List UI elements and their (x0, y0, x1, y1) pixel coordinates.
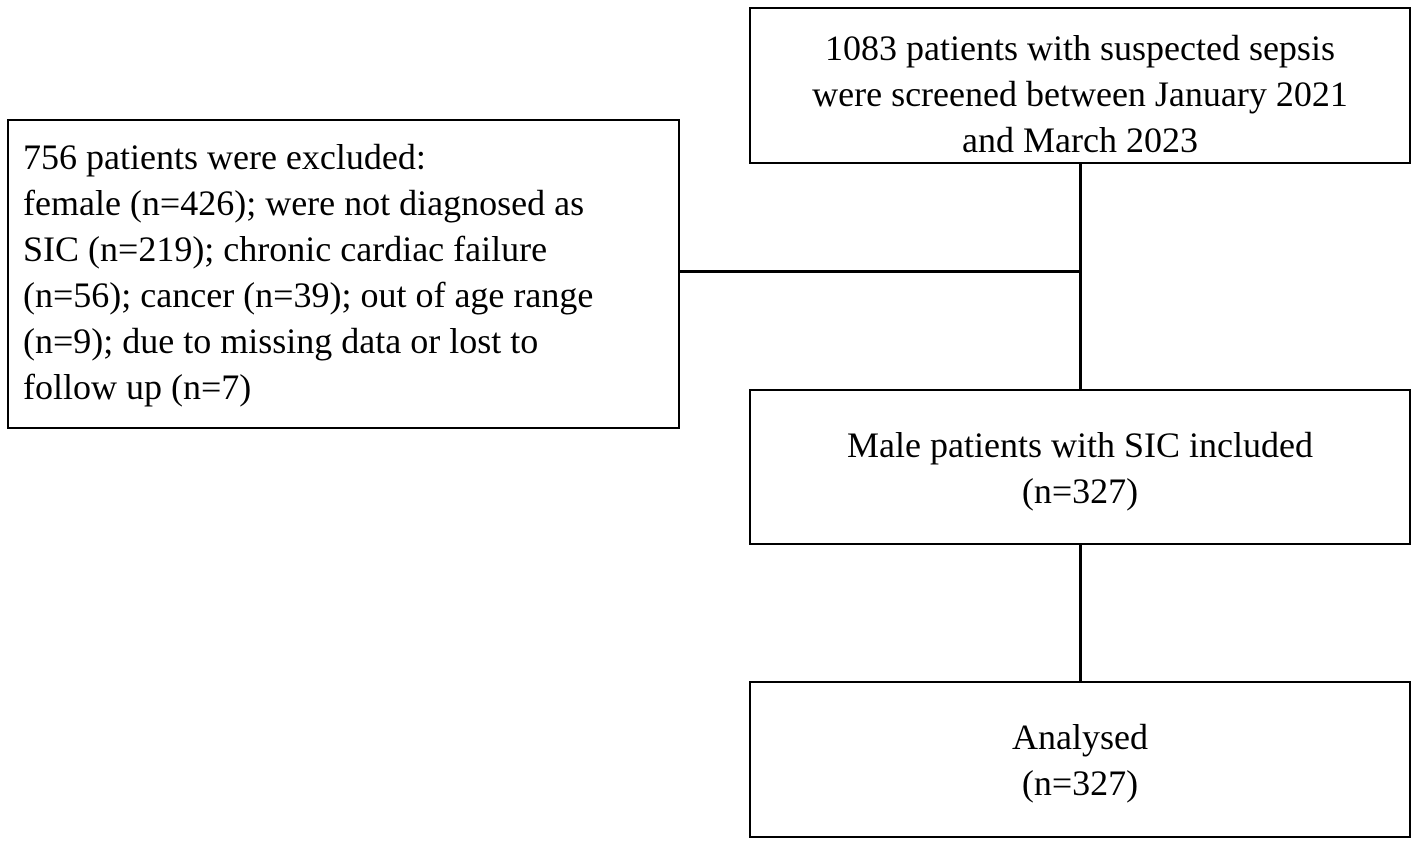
screened-box: 1083 patients with suspected sepsis were… (749, 7, 1411, 164)
analysed-line-1: Analysed (1012, 717, 1148, 757)
screened-line-1: 1083 patients with suspected sepsis (825, 28, 1335, 68)
excluded-box: 756 patients were excluded: female (n=42… (7, 119, 680, 429)
included-line-1: Male patients with SIC included (847, 425, 1313, 465)
connector-to-excluded (680, 270, 1081, 273)
excluded-line-3: SIC (n=219); chronic cardiac failure (23, 229, 548, 269)
connector-included-to-analysed (1079, 545, 1082, 681)
connector-screened-to-included (1079, 164, 1082, 389)
excluded-line-2: female (n=426); were not diagnosed as (23, 183, 585, 223)
analysed-line-2: (n=327) (1021, 763, 1139, 803)
included-line-2: (n=327) (1021, 471, 1139, 511)
screened-line-3: and March 2023 (962, 120, 1198, 160)
excluded-line-5: (n=9); due to missing data or lost to (23, 321, 539, 361)
analysed-box: Analysed (n=327) (749, 681, 1411, 838)
included-box: Male patients with SIC included (n=327) (749, 389, 1411, 545)
excluded-line-4: (n=56); cancer (n=39); out of age range (23, 275, 594, 315)
excluded-line-6: follow up (n=7) (23, 367, 252, 407)
excluded-line-1: 756 patients were excluded: (23, 137, 426, 177)
screened-line-2: were screened between January 2021 (812, 74, 1348, 114)
